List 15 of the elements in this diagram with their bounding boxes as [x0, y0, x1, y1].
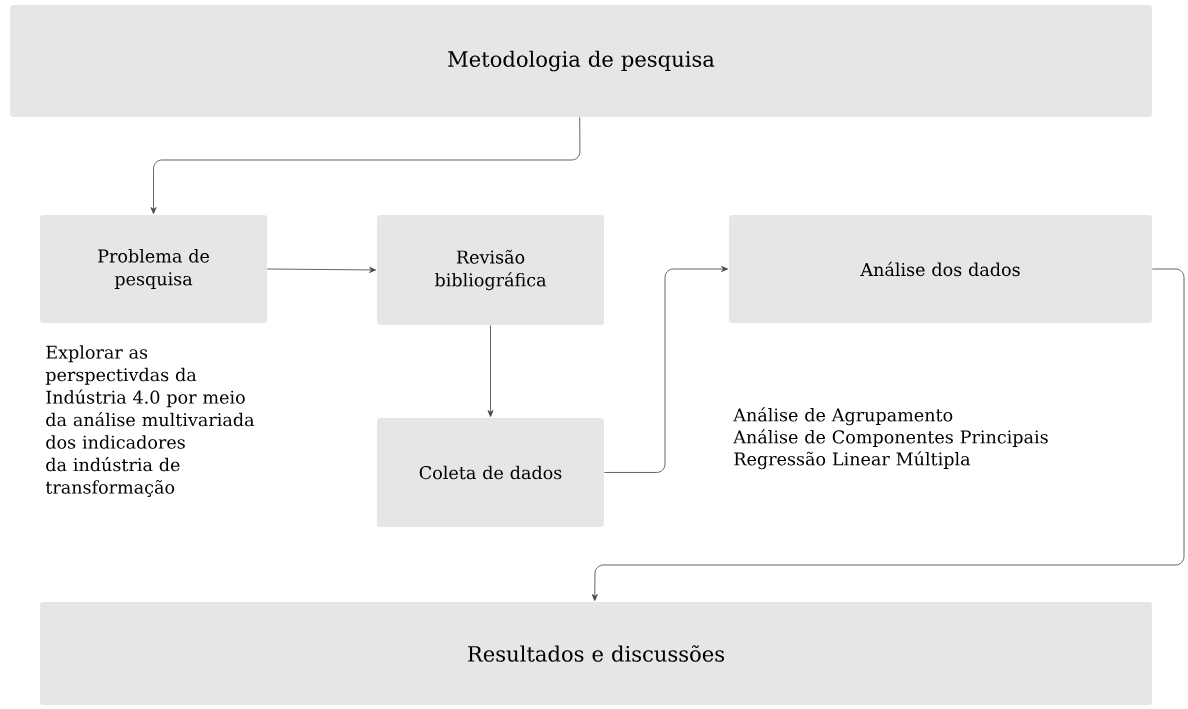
- annotation-text: Regressão Linear Múltipla: [734, 451, 971, 470]
- annotation-text: Explorar as perspectivdas da Indústria 4.0 por meio da análise multivariada dos indicadores da indústria de transformação: [45, 345, 255, 497]
- arrow: [487, 324, 494, 417]
- process-box: Problema de pesquisa: [40, 215, 268, 323]
- process-box: Revisão bibliográfica: [377, 215, 605, 325]
- process-box: Resultados e discussões: [40, 601, 1152, 705]
- process-box: Análise dos dados: [729, 215, 1152, 323]
- arrow: [591, 268, 1185, 601]
- annotation-text: Análise de Agrupamento: [733, 407, 953, 426]
- arrow: [150, 116, 581, 215]
- annotation-text: Análise de Componentes Principais: [733, 429, 1048, 447]
- process-box: Coleta de dados: [377, 417, 605, 527]
- arrow: [603, 266, 729, 473]
- process-box: Metodologia de pesquisa: [10, 5, 1152, 117]
- arrow: [266, 266, 377, 273]
